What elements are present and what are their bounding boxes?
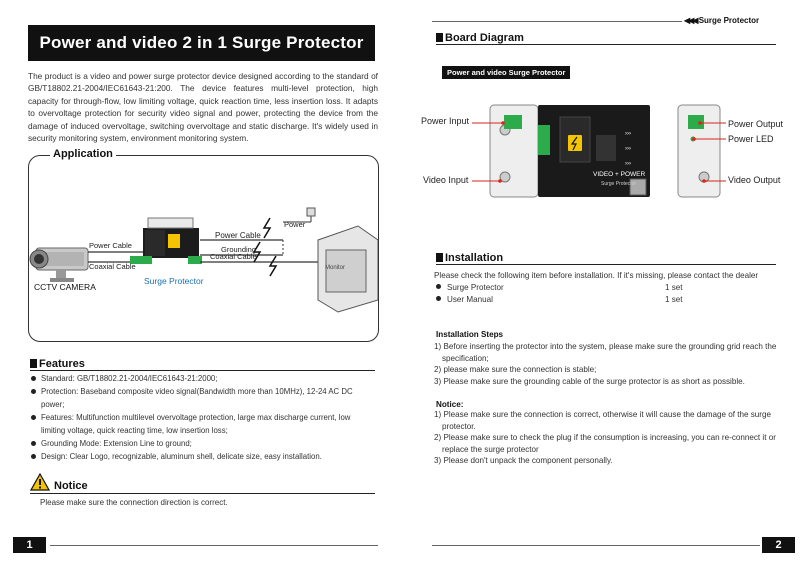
power-output-terminal-icon xyxy=(688,115,704,129)
notice-item: 1) Please make sure the connection is co… xyxy=(434,410,771,431)
notice-item: 3) Please don't unpack the component per… xyxy=(434,456,613,465)
list-item: User Manual xyxy=(434,293,493,306)
header-rule xyxy=(432,21,682,22)
features-title: Features xyxy=(39,358,85,370)
installation-heading: Installation xyxy=(436,252,503,264)
lightning-icon xyxy=(262,217,272,239)
label-coaxial-cable-right: Coaxial Cable xyxy=(210,252,257,261)
label-power: Power xyxy=(284,220,306,229)
list-item: Surge Protector xyxy=(434,281,504,294)
board-diagram: ››› ››› ››› xyxy=(472,104,726,198)
header-title: Surge Protector xyxy=(698,16,760,25)
notice-title: Notice xyxy=(54,480,88,492)
steps-title: Installation Steps xyxy=(436,330,504,339)
label-cctv-camera: CCTV CAMERA xyxy=(34,282,96,292)
list-item: Grounding Mode: Extension Line to ground… xyxy=(30,437,375,450)
notice-text: Please make sure the connection directio… xyxy=(40,498,228,507)
installation-intro: Please check the following item before i… xyxy=(434,271,759,280)
label-power-output: Power Output xyxy=(728,119,784,129)
page-number-left: 1 xyxy=(13,537,46,553)
item-name: User Manual xyxy=(447,295,493,304)
label-power-led: Power LED xyxy=(728,134,774,144)
step-item: 3) Please make sure the grounding cable … xyxy=(434,376,745,386)
item-name: Surge Protector xyxy=(447,283,504,292)
notice-title-right: Notice: xyxy=(436,400,464,409)
label-monitor: Monitor xyxy=(325,265,346,271)
label-power-input: Power Input xyxy=(421,116,470,126)
board-badge: Power and video Surge Protector xyxy=(442,66,571,79)
board-diagram-title: Board Diagram xyxy=(445,32,524,44)
monitor-icon xyxy=(317,225,378,313)
page-bottom-rule xyxy=(50,545,378,546)
step-item: 2) please make sure the connection is st… xyxy=(434,365,597,374)
label-video-input: Video Input xyxy=(423,175,469,185)
step-item: 1) Before inserting the protector into t… xyxy=(434,342,777,363)
label-coaxial-cable-left: Coaxial Cable xyxy=(89,262,136,271)
label-video-output: Video Output xyxy=(728,175,781,185)
application-diagram xyxy=(29,207,378,313)
label-power-cable-right: Power Cable xyxy=(215,231,261,240)
label-grounding: Grounding xyxy=(221,245,257,254)
svg-text:›››: ››› xyxy=(625,161,631,167)
application-frame xyxy=(28,155,379,342)
square-bullet-icon xyxy=(436,253,443,262)
features-list: Standard: GB/T18802.21-2004/IEC61643-21:… xyxy=(30,372,375,463)
divider xyxy=(30,370,375,371)
square-bullet-icon xyxy=(436,33,443,42)
warning-icon xyxy=(30,473,50,491)
notice-list: 1) Please make sure the connection is co… xyxy=(434,409,779,467)
label-surge-protector: Surge Protector xyxy=(144,276,204,286)
intro-paragraph: The product is a video and power surge p… xyxy=(28,71,378,144)
page-number-right: 2 xyxy=(762,537,795,553)
power-input-terminal-icon xyxy=(504,115,522,129)
svg-text:›››: ››› xyxy=(625,131,631,137)
square-bullet-icon xyxy=(30,359,37,368)
bullet-icon xyxy=(436,296,441,301)
list-item: Standard: GB/T18802.21-2004/IEC61643-21:… xyxy=(30,372,375,385)
cctv-camera-icon xyxy=(29,247,89,282)
application-title: Application xyxy=(50,148,116,160)
device-brand: VIDEO + POWER xyxy=(593,171,646,178)
page-bottom-rule xyxy=(432,545,760,546)
lightning-icon xyxy=(268,255,278,277)
svg-text:›››: ››› xyxy=(625,146,631,152)
page-title: Power and video 2 in 1 Surge Protector xyxy=(28,25,375,61)
installation-title: Installation xyxy=(445,252,504,264)
list-item: Design: Clear Logo, recognizable, alumin… xyxy=(30,450,375,463)
triangles-icon: ◀◀◀ xyxy=(684,16,699,25)
list-item: Features: Multifunction multilevel overv… xyxy=(30,411,375,437)
item-qty: 1 set xyxy=(665,295,683,304)
divider xyxy=(436,44,776,45)
features-heading: Features xyxy=(30,358,85,370)
device-sub: Surge Protector xyxy=(601,181,637,187)
list-item: Protection: Baseband composite video sig… xyxy=(30,385,375,411)
divider xyxy=(30,493,375,494)
board-diagram-heading: Board Diagram xyxy=(436,32,524,44)
label-power-cable-left: Power Cable xyxy=(89,241,132,250)
steps-list: 1) Before inserting the protector into t… xyxy=(434,341,779,387)
item-qty: 1 set xyxy=(665,283,683,292)
lightning-icon xyxy=(252,241,262,263)
divider xyxy=(436,264,776,265)
header-label: ◀◀◀ Surge Protector xyxy=(684,16,759,25)
bullet-icon xyxy=(436,284,441,289)
surge-protector-icon xyxy=(130,217,202,264)
notice-item: 2) Please make sure to check the plug if… xyxy=(434,433,776,454)
